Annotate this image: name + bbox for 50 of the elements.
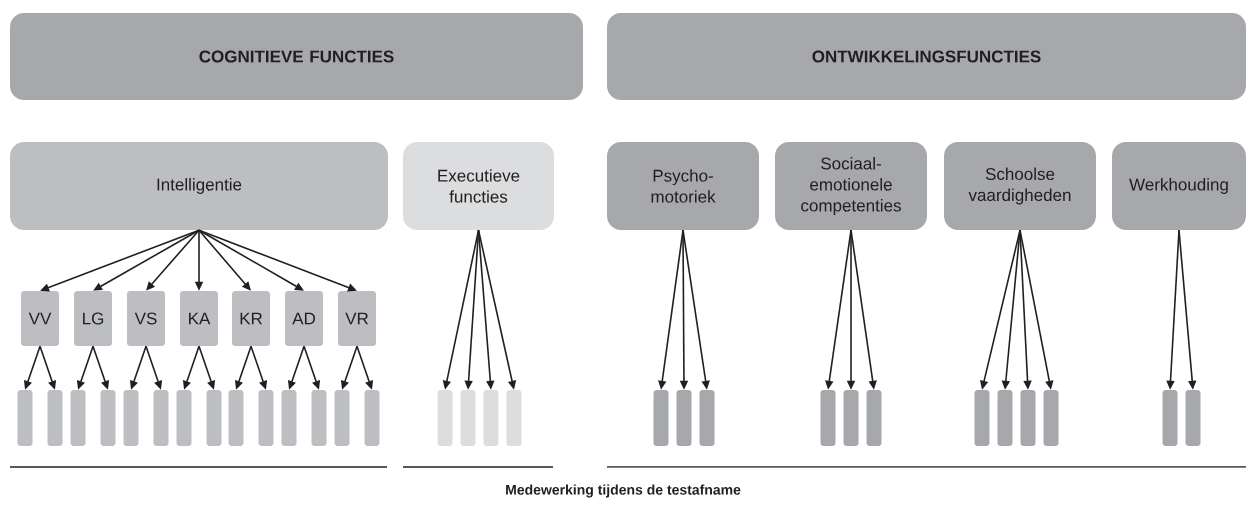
- bar: [228, 390, 244, 446]
- bar: [1020, 390, 1036, 446]
- arrow: [146, 229, 200, 291]
- bar: [506, 390, 522, 446]
- function-box: Intelligentie: [10, 142, 388, 230]
- subtest-box: VS: [127, 291, 165, 346]
- bar: [176, 390, 192, 446]
- bar: [47, 390, 63, 446]
- bar: [820, 390, 836, 446]
- section-header: ONTWIKKELINGSFUNCTIES: [607, 13, 1246, 100]
- bar: [281, 390, 297, 446]
- subtest-box: LG: [74, 291, 112, 346]
- subtest-box: KR: [232, 291, 270, 346]
- bar: [1162, 390, 1178, 446]
- arrow: [93, 229, 200, 291]
- function-box: Executieve functies: [403, 142, 554, 230]
- bar: [866, 390, 882, 446]
- bar: [364, 390, 380, 446]
- bar: [653, 390, 669, 446]
- bar: [334, 390, 350, 446]
- bar: [123, 390, 139, 446]
- bar: [17, 390, 33, 446]
- function-box: Sociaal-emotionele competenties: [775, 142, 927, 230]
- bar: [1185, 390, 1201, 446]
- bar: [258, 390, 274, 446]
- section-header: COGNITIEVE FUNCTIES: [10, 13, 583, 100]
- bar: [153, 390, 169, 446]
- subtest-box: AD: [285, 291, 323, 346]
- bar: [460, 390, 476, 446]
- function-box: Psycho-motoriek: [607, 142, 759, 230]
- footer-label: Medewerking tijdens de testafname: [506, 484, 741, 498]
- function-box: Werkhouding: [1112, 142, 1246, 230]
- arrow: [198, 229, 304, 291]
- bar: [437, 390, 453, 446]
- bar: [974, 390, 990, 446]
- bar: [843, 390, 859, 446]
- bar: [100, 390, 116, 446]
- bar: [70, 390, 86, 446]
- bar: [483, 390, 499, 446]
- bar: [1043, 390, 1059, 446]
- bar: [676, 390, 692, 446]
- function-box: Schoolse vaardigheden: [944, 142, 1096, 230]
- subtest-box: VV: [21, 291, 59, 346]
- subtest-box: KA: [180, 291, 218, 346]
- bar: [997, 390, 1013, 446]
- bar: [311, 390, 327, 446]
- bar: [699, 390, 715, 446]
- subtest-box: VR: [338, 291, 376, 346]
- arrow: [198, 229, 251, 291]
- bar: [206, 390, 222, 446]
